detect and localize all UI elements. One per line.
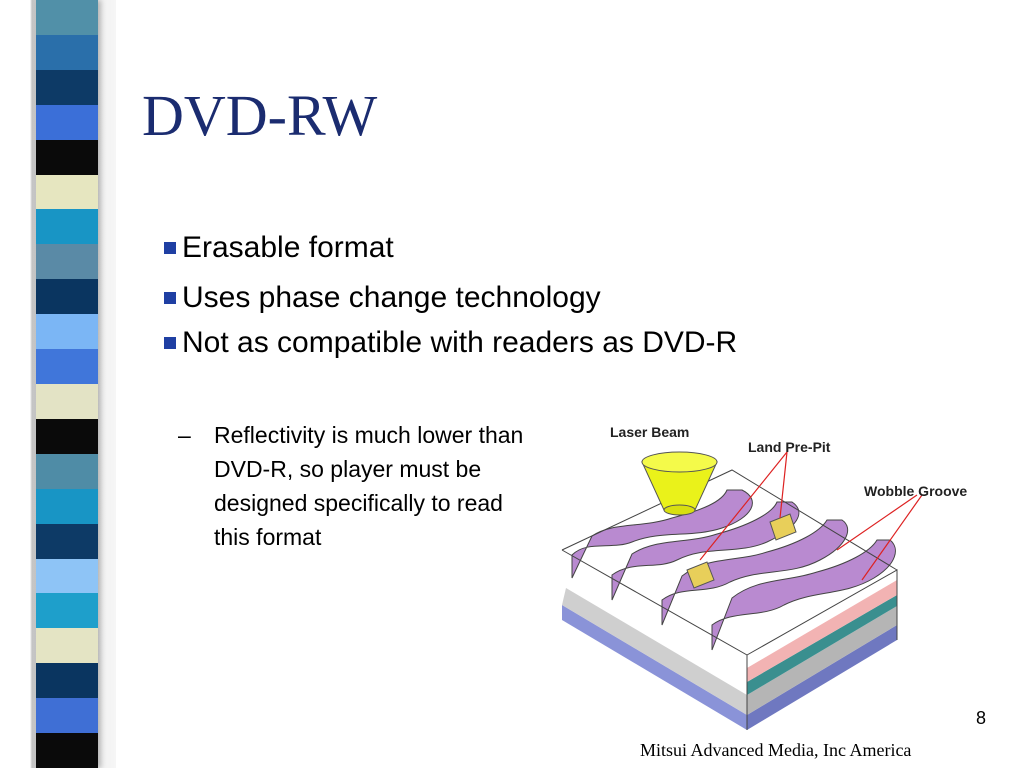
- sub-bullet-dash: –: [178, 422, 191, 448]
- stripe-segment: [36, 349, 98, 384]
- stripe-segment: [36, 698, 98, 734]
- bullet-item: Not as compatible with readers as DVD-R: [164, 325, 737, 361]
- stripe-segment: [36, 244, 98, 280]
- box-outline-top: [561, 469, 898, 571]
- bullet-text: Uses phase change technology: [182, 281, 601, 314]
- substrate-layer-side: [747, 625, 897, 730]
- slide-title: DVD-RW: [142, 83, 378, 148]
- sub-bullet-text: Reflectivity is much lower than DVD-R, s…: [214, 422, 524, 550]
- stripe-segment: [36, 488, 98, 524]
- bullet-square-icon: [164, 292, 176, 304]
- bullet-square-icon: [164, 242, 176, 254]
- bullet-text: Not as compatible with readers as DVD-R: [182, 326, 738, 359]
- stripe-segment: [36, 523, 98, 559]
- stripe-segment: [36, 279, 98, 315]
- substrate-layer-front: [562, 605, 747, 730]
- land-pre-pit-label: Land Pre-Pit: [748, 439, 831, 455]
- stripe-segment: [36, 209, 98, 245]
- stripe-segment: [36, 628, 98, 664]
- recording-layer-side: [747, 595, 897, 695]
- stripe-segment: [36, 418, 98, 454]
- bullet-square-icon: [164, 337, 176, 349]
- color-stripe-column: [36, 0, 98, 768]
- stripe-segment: [36, 453, 98, 489]
- stripe-segment: [36, 593, 98, 629]
- pre-pit-leader-line: [779, 451, 788, 519]
- stripe-segment: [36, 383, 98, 419]
- stripe-segment: [36, 69, 98, 105]
- layer-stack-side: [747, 606, 897, 715]
- decorative-sidebar: [0, 0, 116, 768]
- stripe-segment: [36, 314, 98, 350]
- pink-layer-side: [747, 580, 897, 682]
- groove-ridges: [571, 489, 896, 651]
- bullet-item: Erasable format: [164, 230, 394, 266]
- dvd-rw-groove-diagram: Laser Beam Land Pre-Pit Wobble Groove: [561, 424, 967, 730]
- stripe-segment: [36, 139, 98, 175]
- laser-beam-cone: [641, 451, 718, 516]
- land-pre-pit-left: [686, 561, 715, 589]
- stripe-segment: [36, 663, 98, 699]
- stripe-segment: [36, 558, 98, 594]
- stripe-segment: [36, 0, 98, 35]
- bullet-text: Erasable format: [182, 231, 394, 264]
- wobble-leader-line: [861, 494, 923, 581]
- stripe-segment: [36, 733, 98, 768]
- land-pre-pit-right: [769, 513, 797, 541]
- laser-beam-label: Laser Beam: [610, 424, 689, 440]
- bullet-item: Uses phase change technology: [164, 280, 601, 316]
- layer-stack-front: [562, 588, 747, 715]
- wobble-groove-label: Wobble Groove: [864, 483, 967, 499]
- stripe-segment: [36, 174, 98, 210]
- stripe-segment: [36, 104, 98, 140]
- pre-pit-leader-line: [699, 451, 788, 561]
- page-number: 8: [976, 708, 987, 728]
- wobble-leader-line: [836, 494, 918, 551]
- stripe-segment: [36, 34, 98, 70]
- footer-text: Mitsui Advanced Media, Inc America: [640, 740, 912, 760]
